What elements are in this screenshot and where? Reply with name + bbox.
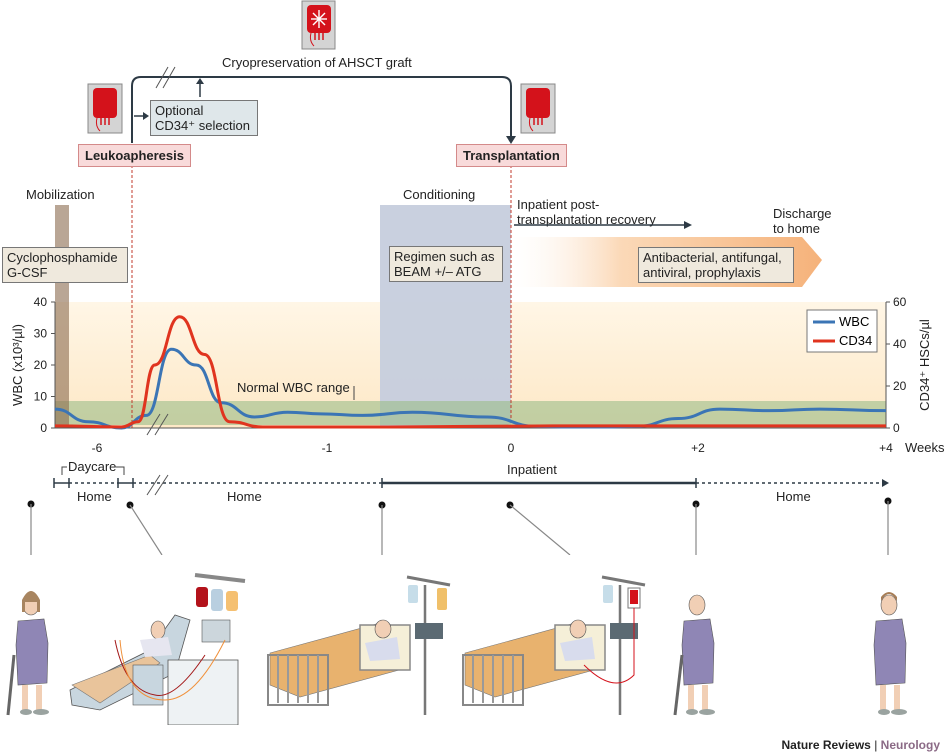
mobilization-label: Mobilization — [26, 187, 95, 202]
discharge-line2: to home — [773, 221, 820, 236]
recovery-arrow — [514, 221, 692, 229]
recovery-line2: transplantation recovery — [517, 212, 656, 227]
y-axis-title: WBC (x10³/µl) — [10, 324, 25, 406]
prophylaxis-line2: antiviral, prophylaxis — [643, 265, 761, 280]
leukapheresis-label: Leukoapheresis — [78, 144, 191, 167]
top-flow — [87, 0, 556, 200]
y2-tick-label: 60 — [893, 295, 907, 309]
cryo-blood-bag-icon — [301, 0, 336, 50]
daycare-label: Daycare — [68, 459, 117, 474]
inpatient-label: Inpatient — [507, 462, 557, 477]
legend-cd34-label: CD34 — [839, 333, 872, 348]
y-tick-label: 0 — [40, 421, 47, 435]
prophylaxis-line1: Antibacterial, antifungal, — [643, 250, 782, 265]
x-tick-label: +4 — [879, 441, 893, 455]
y-tick-label: 30 — [34, 327, 48, 341]
recovery-line1: Inpatient post- — [517, 197, 600, 212]
x-axis-title: Weeks — [905, 440, 945, 455]
home-label-3: Home — [776, 489, 811, 504]
recovery-label: Inpatient post- transplantation recovery — [517, 197, 656, 227]
optional-selection-box: Optional CD34⁺ selection — [150, 100, 258, 136]
mobilization-box-line2: G-CSF — [7, 265, 48, 280]
y-tick-label: 20 — [34, 358, 48, 372]
conditioning-label: Conditioning — [403, 187, 476, 202]
normal-wbc-annotation: Normal WBC range — [237, 380, 350, 395]
optional-line2: CD34⁺ selection — [155, 118, 251, 133]
series-line-wbc — [54, 347, 887, 430]
mobilization-box: Cyclophosphamide G-CSF — [2, 247, 128, 283]
apheresis-chair-icon — [69, 573, 246, 725]
discharge-label: Discharge to home — [773, 206, 832, 236]
recovered-patient-icon — [873, 592, 907, 715]
home-label-2: Home — [227, 489, 262, 504]
mobilization-box-line1: Cyclophosphamide — [7, 250, 118, 265]
optional-line1: Optional — [155, 103, 204, 118]
legend-wbc-label: WBC — [839, 314, 869, 329]
graft-flow-arrow — [131, 76, 512, 143]
hospital-bed-transfusion-icon — [462, 575, 646, 715]
journal-credit: Nature Reviews | Neurology — [781, 738, 940, 752]
credit-separator: | — [870, 738, 881, 752]
bald-patient-with-cane-icon — [673, 594, 715, 716]
care-setting-timeline — [27, 466, 892, 555]
cryo-label: Cryopreservation of AHSCT graft — [222, 55, 412, 70]
journal-name: Nature Reviews — [781, 738, 871, 752]
patient-with-cane-icon — [6, 591, 49, 716]
y2-tick-label: 20 — [893, 379, 907, 393]
discharge-line1: Discharge — [773, 206, 832, 221]
y2-tick-label: 40 — [893, 337, 907, 351]
y-tick-label: 40 — [34, 295, 48, 309]
x-tick-label: -1 — [322, 441, 333, 455]
conditioning-box-line2: BEAM +/– ATG — [394, 264, 482, 279]
patient-journey-illustrations — [6, 573, 907, 725]
conditioning-box: Regimen such as BEAM +/– ATG — [389, 246, 503, 282]
hospital-bed-icon — [267, 575, 451, 715]
y-tick-label: 10 — [34, 390, 48, 404]
x-tick-label: -6 — [92, 441, 103, 455]
mobilization-band — [55, 205, 69, 428]
conditioning-box-line1: Regimen such as — [394, 249, 495, 264]
prophylaxis-box: Antibacterial, antifungal, antiviral, pr… — [638, 247, 794, 283]
conditioning-band — [380, 205, 511, 428]
blood-bag-icon — [520, 83, 556, 134]
normal-wbc-range-band — [55, 401, 886, 425]
series-line-cd34 — [54, 315, 886, 429]
x-tick-label: 0 — [508, 441, 515, 455]
transplantation-label: Transplantation — [456, 144, 567, 167]
x-tick-label: +2 — [691, 441, 705, 455]
blood-bag-icon — [87, 83, 123, 134]
y2-axis-title: CD34⁺ HSCs/µl — [917, 319, 932, 411]
home-label-1: Home — [77, 489, 112, 504]
legend: WBC CD34 — [806, 309, 878, 353]
break-mark — [155, 66, 176, 89]
journal-section: Neurology — [880, 738, 940, 752]
y2-tick-label: 0 — [893, 421, 900, 435]
